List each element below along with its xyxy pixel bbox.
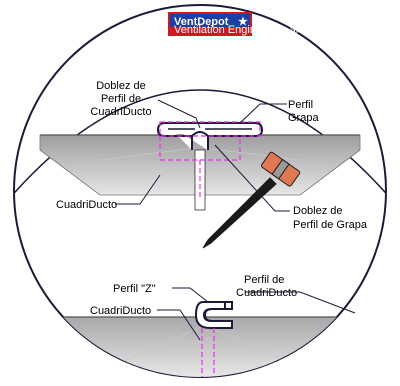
- label-doblez-cuadriducto-line1: Doblez de: [96, 80, 146, 92]
- label-doblez-grapa-line1: Doblez de: [293, 205, 343, 217]
- label-doblez-cuadriducto-line2: Perfil de: [101, 93, 141, 105]
- grapa-center-fold: [191, 131, 209, 137]
- lower-guide-lines: [201, 328, 215, 377]
- label-perfil-cuadriducto-line1: Perfil de: [244, 274, 284, 286]
- label-perfil-grapa-line2: Grapa: [288, 112, 319, 124]
- ventdepot-logo: VentDepot ★ Ventilation Engineering and …: [168, 12, 345, 36]
- label-perfil-grapa: Perfil Grapa: [288, 99, 319, 124]
- label-doblez-cuadriducto: Doblez de Perfil de CuadriDucto: [90, 80, 151, 118]
- label-perfil-z: Perfil "Z": [113, 283, 156, 295]
- leader-lines: [115, 99, 356, 341]
- logo-suffix: ★: [238, 16, 248, 28]
- label-doblez-grapa-line2: Perfil de Grapa: [293, 219, 368, 231]
- z-profile-fold: [202, 301, 233, 322]
- lower-duct-body: [14, 317, 386, 377]
- upper-duct-shading-line-left: [99, 147, 196, 161]
- logo-brand: VentDepot: [174, 16, 229, 28]
- label-doblez-cuadriducto-line3: CuadriDucto: [90, 106, 151, 118]
- label-doblez-grapa: Doblez de Perfil de Grapa: [293, 205, 368, 231]
- label-cuadriducto-lower: CuadriDucto: [90, 305, 151, 317]
- hammer-handle: [202, 177, 277, 249]
- label-perfil-cuadriducto: Perfil de CuadriDucto: [236, 274, 297, 299]
- logo-tagline: Ventilation Engineering and Supply: [174, 24, 345, 36]
- hammer-head: [260, 151, 301, 187]
- leader-doblez-grapa: [214, 144, 290, 212]
- leader-perfil-grapa: [239, 103, 287, 124]
- leader-perfil-cuadriducto: [245, 291, 356, 314]
- label-cuadriducto-upper: CuadriDucto: [56, 199, 117, 211]
- hammer-icon: [202, 151, 301, 249]
- leader-cuadriducto-lower: [157, 309, 201, 341]
- upper-duct-shading-line-right: [204, 147, 301, 161]
- leader-perfil-z: [172, 287, 209, 303]
- leader-doblez-cuadriducto: [157, 99, 201, 129]
- label-perfil-cuadriducto-line2: CuadriDucto: [236, 287, 297, 299]
- leader-cuadriducto-upper: [115, 174, 161, 205]
- upper-guide-lines: [159, 121, 261, 200]
- logo-blue-band: [170, 14, 250, 27]
- label-perfil-grapa-line1: Perfil: [288, 99, 313, 111]
